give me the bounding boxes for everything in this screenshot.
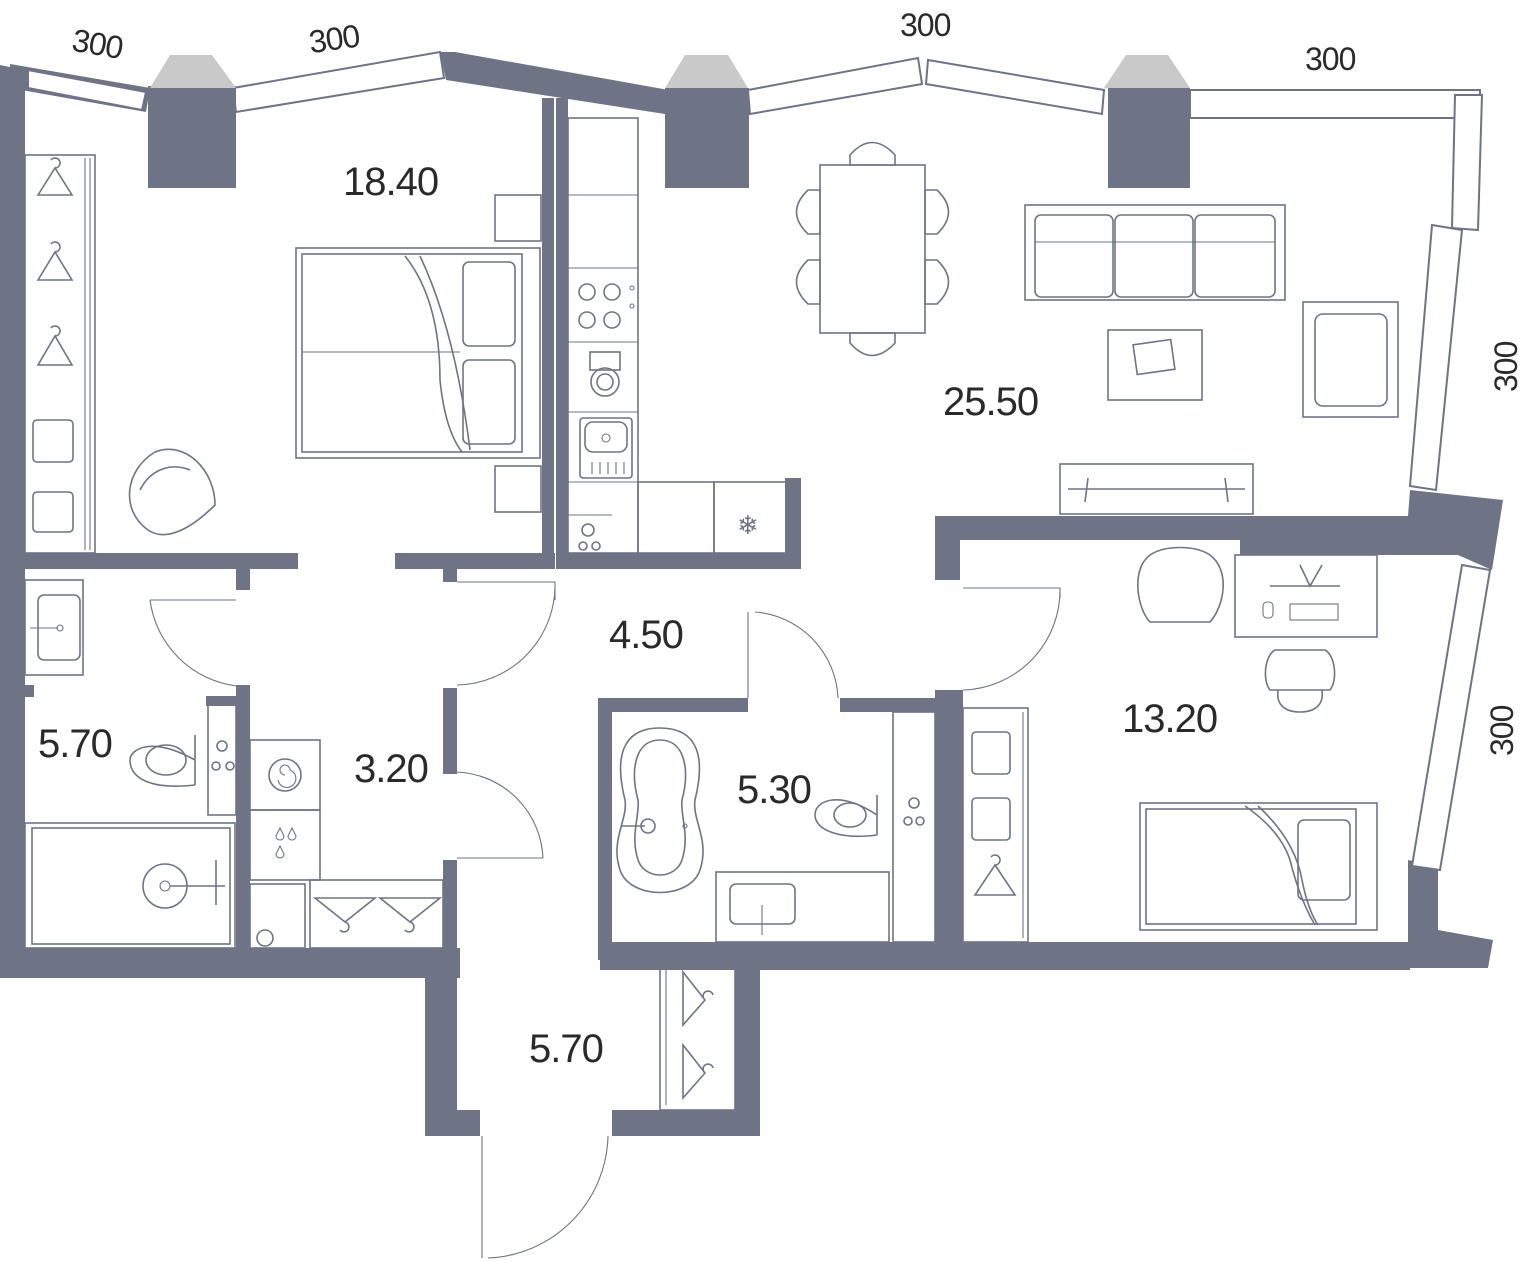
window-dimension-4: 300 bbox=[1305, 41, 1356, 77]
bathroom-center bbox=[616, 711, 936, 943]
bedroom-right-furniture bbox=[962, 546, 1378, 943]
living-area-label: 25.50 bbox=[943, 380, 1038, 424]
entrance-wardrobe bbox=[659, 959, 736, 1111]
bedroom-right-area-label: 13.20 bbox=[1122, 697, 1217, 741]
bedroom-furniture bbox=[24, 154, 542, 554]
living-furniture bbox=[795, 141, 1399, 515]
hall-area-label: 4.50 bbox=[609, 613, 683, 657]
window-dimension-5: 300 bbox=[1488, 341, 1524, 392]
window-dimension-3: 300 bbox=[900, 7, 951, 43]
laundry-area-label: 3.20 bbox=[354, 747, 428, 791]
window-dimension-1: 300 bbox=[69, 22, 125, 66]
bathroom-center-area-label: 5.30 bbox=[737, 768, 811, 812]
snowflake-icon: ❄ bbox=[737, 511, 759, 541]
laundry-furniture bbox=[249, 739, 444, 949]
window-dimension-2: 300 bbox=[307, 17, 362, 60]
bedroom-area-label: 18.40 bbox=[343, 160, 438, 204]
window-dimension-6: 300 bbox=[1484, 705, 1520, 756]
kitchen: ❄ bbox=[567, 117, 787, 554]
bathroom-left bbox=[24, 579, 237, 949]
entrance-area-label: 5.70 bbox=[529, 1027, 603, 1071]
bathroom-left-area-label: 5.70 bbox=[38, 722, 112, 766]
doors bbox=[149, 581, 1061, 1259]
